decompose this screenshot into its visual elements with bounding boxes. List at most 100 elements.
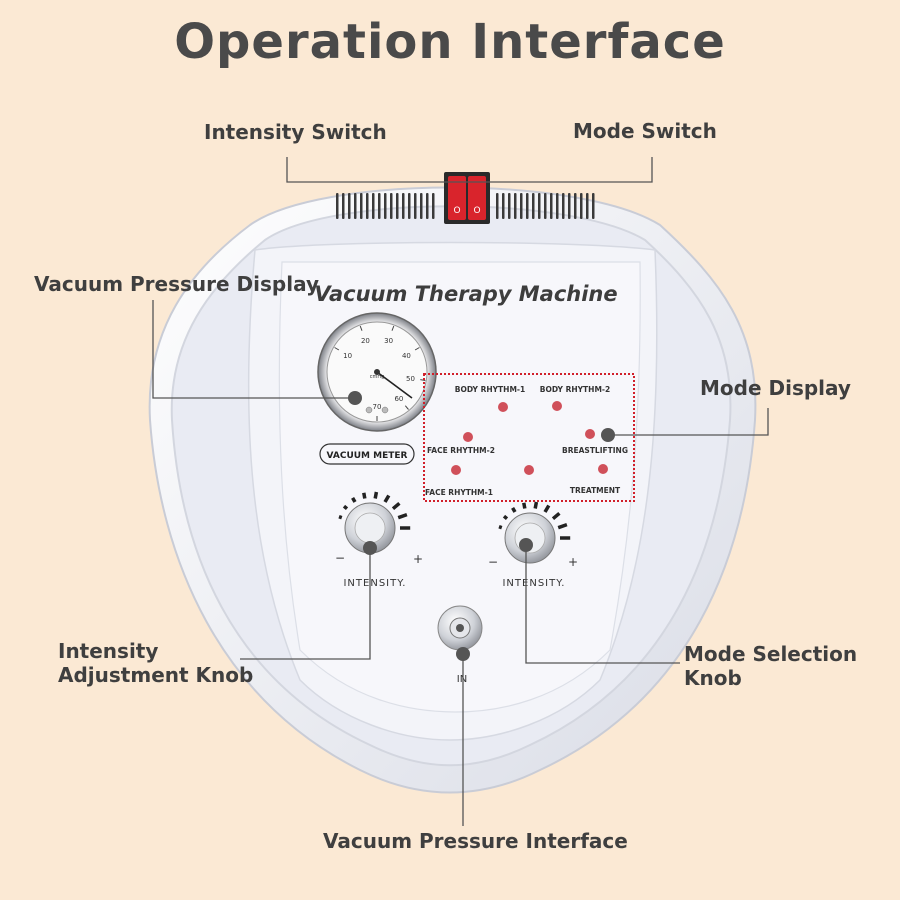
mode-switch <box>468 176 486 220</box>
vent-slit <box>544 193 547 219</box>
callout-intensity-knob-line2: Adjustment Knob <box>58 663 254 687</box>
mode-plus: + <box>568 555 578 569</box>
vent-slit <box>354 193 357 219</box>
knob-scale-mark <box>511 507 517 513</box>
vent-slit <box>514 193 517 219</box>
knob-scale-mark <box>338 515 343 520</box>
mode-minus: − <box>488 555 498 569</box>
knob-scale-mark <box>533 501 539 509</box>
mode-label-face-rhythm-1: FACE RHYTHM-1 <box>425 488 493 497</box>
callout-mode-knob-line2: Knob <box>684 666 742 690</box>
knob-cap <box>354 512 386 544</box>
vent-slit <box>586 193 589 219</box>
vent-slit <box>420 193 423 219</box>
vent-slit <box>496 193 499 219</box>
vent-slit <box>348 193 351 219</box>
callout-vacuum-pressure-interface: Vacuum Pressure Interface <box>323 829 628 853</box>
knob-scale-mark <box>362 492 367 499</box>
knob-scale-mark <box>383 494 391 503</box>
vent-slit <box>426 193 429 219</box>
vent-slit <box>402 193 405 219</box>
machine-name: Vacuum Therapy Machine <box>314 282 617 306</box>
knob-scale-mark <box>522 502 527 509</box>
page-title: Operation Interface <box>174 14 726 70</box>
callout-vacuum-pressure-display: Vacuum Pressure Display <box>34 272 319 296</box>
callout-mode-display: Mode Display <box>700 376 851 400</box>
mode-switch-mark: O <box>473 206 480 216</box>
intensity-switch <box>448 176 466 220</box>
gauge-tick <box>334 347 340 351</box>
mode-led <box>463 432 473 442</box>
intensity-minus: − <box>335 551 345 565</box>
mode-led <box>598 464 608 474</box>
vent-slit <box>414 193 417 219</box>
mode-led <box>451 465 461 475</box>
intensity-knob <box>338 491 411 554</box>
gauge-tick <box>359 325 363 331</box>
callout-mode-switch: Mode Switch <box>573 119 717 143</box>
vent-slit <box>574 193 577 219</box>
intensity-switch-mark: O <box>453 206 460 216</box>
gauge-tick <box>391 325 395 331</box>
mode-knob-label: INTENSITY. <box>502 578 565 589</box>
mode-led <box>585 429 595 439</box>
vent-slit <box>592 193 595 219</box>
vent-slit <box>408 193 411 219</box>
gauge-tick-label: 30 <box>384 337 393 345</box>
intensity-plus: + <box>413 552 423 566</box>
gauge-hub <box>374 369 380 375</box>
knob-scale-mark <box>373 491 379 499</box>
vent-slit <box>384 193 387 219</box>
vent-slit <box>372 193 375 219</box>
knob-scale-mark <box>557 522 568 530</box>
mode-led <box>524 465 534 475</box>
callout-mode-knob-line1: Mode Selection <box>684 642 858 666</box>
vacuum-meter-badge <box>319 443 415 465</box>
vent-slit <box>562 193 565 219</box>
knob-scale-mark <box>391 501 401 511</box>
gauge-needle <box>376 371 413 399</box>
vent-slit <box>508 193 511 219</box>
vent-slit <box>390 193 393 219</box>
port-label: IN <box>457 674 467 685</box>
knob-scale-mark <box>498 525 503 530</box>
gauge-tick <box>414 347 420 351</box>
gauge-tick <box>404 405 409 410</box>
vent-slit <box>360 193 363 219</box>
vent-slit <box>366 193 369 219</box>
vent-slit <box>580 193 583 219</box>
mode-display-box <box>423 373 635 502</box>
knob-scale-mark <box>502 514 509 521</box>
knob-scale-mark <box>397 512 408 520</box>
vent-slit <box>378 193 381 219</box>
mode-led <box>498 402 508 412</box>
gauge-unit: cmHg <box>370 374 385 380</box>
gauge-tick <box>420 379 426 381</box>
knob-scale-mark <box>551 511 561 521</box>
gauge-tick-label: 40 <box>402 352 411 360</box>
knob-scale-mark <box>351 497 357 503</box>
vent-slit <box>532 193 535 219</box>
intensity-knob-label: INTENSITY. <box>343 578 406 589</box>
callout-mode-knob: Mode Selection Knob <box>684 642 857 690</box>
mode-label-body-rhythm-1: BODY RHYTHM-1 <box>455 385 526 394</box>
mode-label-breastlifting: BREASTLIFTING <box>562 446 628 455</box>
leader-lines <box>152 157 769 826</box>
leader-dots <box>348 391 615 661</box>
callout-intensity-knob: Intensity Adjustment Knob <box>58 639 253 687</box>
mode-label-body-rhythm-2: BODY RHYTHM-2 <box>540 385 611 394</box>
vent-slit <box>568 193 571 219</box>
gauge-tick-label: 60 <box>394 395 403 403</box>
vent-slit <box>502 193 505 219</box>
mode-led <box>552 401 562 411</box>
vent-slit <box>520 193 523 219</box>
knob-scale-mark <box>543 504 551 513</box>
vent-slit <box>336 193 339 219</box>
vacuum-meter-label: VACUUM METER <box>327 451 408 461</box>
gauge-tick-label: 20 <box>361 337 370 345</box>
vent-slit <box>556 193 559 219</box>
vent-slit <box>538 193 541 219</box>
